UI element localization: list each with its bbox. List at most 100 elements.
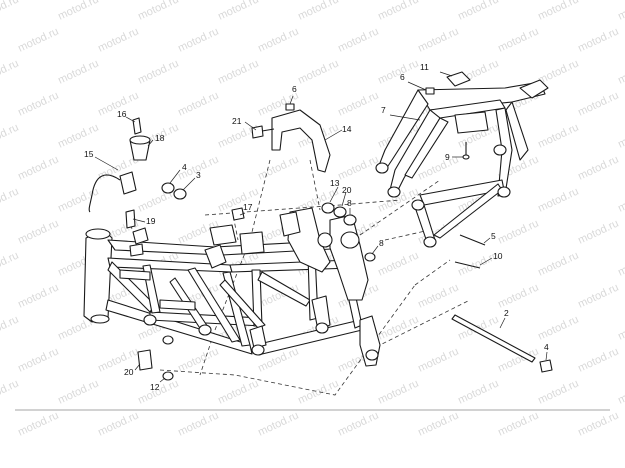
callout-20-top: 20 [342, 185, 352, 195]
callout-14: 14 [342, 124, 352, 134]
watermark-text: motod.ru [416, 25, 460, 54]
watermark-text: motod.ru [0, 249, 21, 278]
watermark-text: motod.ru [536, 249, 580, 278]
callout-13: 13 [330, 178, 340, 188]
watermark-text: motod.ru [56, 185, 100, 214]
watermark-text: motod.ru [336, 153, 380, 182]
watermark-text: motod.ru [496, 281, 540, 310]
callout-8-lower: 8 [379, 238, 384, 248]
watermark-text: motod.ru [296, 57, 340, 86]
parts-small [88, 71, 553, 381]
watermark-text: motod.ru [536, 0, 580, 23]
watermark-text: motod.ru [0, 121, 21, 150]
watermark-text: motod.ru [16, 25, 60, 54]
watermark-text: motod.ru [616, 313, 625, 342]
watermark-text: motod.ru [136, 0, 180, 23]
watermark-text: motod.ru [456, 377, 500, 406]
watermark-text: motod.ru [616, 121, 625, 150]
watermark-text: motod.ru [16, 345, 60, 374]
watermark-text: motod.ru [0, 57, 21, 86]
watermark-text: motod.ru [496, 217, 540, 246]
watermark-text: motod.ru [576, 25, 620, 54]
watermark-text: motod.ru [576, 409, 620, 438]
part-6-bolt-front [285, 103, 295, 111]
rear-subframe [375, 79, 549, 248]
watermark-text: motod.ru [416, 281, 460, 310]
watermark-text: motod.ru [96, 345, 140, 374]
watermark-text: motod.ru [456, 0, 500, 23]
watermark-text: motod.ru [176, 409, 220, 438]
watermark-text: motod.ru [256, 409, 300, 438]
watermark-text: motod.ru [336, 89, 380, 118]
watermark-text: motod.ru [576, 281, 620, 310]
watermark-text: motod.ru [256, 25, 300, 54]
watermark-text: motod.ru [376, 57, 420, 86]
watermark-text: motod.ru [336, 25, 380, 54]
watermark-text: motod.ru [0, 313, 21, 342]
watermark-text: motod.ru [16, 217, 60, 246]
watermark-text: motod.ru [416, 409, 460, 438]
callout-2: 2 [504, 308, 509, 318]
watermark-text: motod.ru [536, 185, 580, 214]
watermark-text: motod.ru [616, 249, 625, 278]
part-11-pad [446, 71, 471, 87]
watermark-text: motod.ru [616, 0, 625, 23]
callout-leaders [94, 71, 548, 383]
watermark-text: motod.ru [0, 185, 21, 214]
watermark-text: motod.ru [216, 377, 260, 406]
callout-17: 17 [243, 202, 253, 212]
callout-15: 15 [84, 149, 94, 159]
part-14-bracket [271, 109, 331, 173]
watermark-text: motod.ru [496, 409, 540, 438]
watermark-text: motod.ru [136, 57, 180, 86]
watermark-text: motod.ru [416, 345, 460, 374]
watermark-text: motod.ru [16, 409, 60, 438]
watermark-text: motod.ru [576, 153, 620, 182]
callout-labels: 11 6 7 9 6 14 21 16 18 15 19 4 3 17 13 2… [84, 62, 549, 392]
watermark-text: motod.ru [16, 153, 60, 182]
callout-21: 21 [232, 116, 242, 126]
watermark-text: motod.ru [176, 25, 220, 54]
watermark-text: motod.ru [0, 377, 21, 406]
callout-5: 5 [491, 231, 496, 241]
main-frame [83, 207, 381, 367]
watermark-text: motod.ru [536, 121, 580, 150]
part-15-sensor [119, 171, 137, 195]
callout-4-front: 4 [182, 162, 187, 172]
watermark-text: motod.ru [176, 89, 220, 118]
callout-3: 3 [196, 170, 201, 180]
watermark-text: motod.ru [616, 185, 625, 214]
callout-7: 7 [381, 105, 386, 115]
watermark-text: motod.ru [496, 25, 540, 54]
watermark-text: motod.ru [216, 0, 260, 23]
watermark-text: motod.ru [296, 0, 340, 23]
watermark-text: motod.ru [536, 377, 580, 406]
watermark-text: motod.ru [96, 25, 140, 54]
watermark-text: motod.ru [96, 409, 140, 438]
watermark-text: motod.ru [56, 57, 100, 86]
watermark-text: motod.ru [216, 57, 260, 86]
callout-9: 9 [445, 152, 450, 162]
watermark-text: motod.ru [576, 89, 620, 118]
watermark-text: motod.ru [56, 377, 100, 406]
watermark-text: motod.ru [336, 409, 380, 438]
watermark-text: motod.ru [56, 121, 100, 150]
callout-16: 16 [117, 109, 127, 119]
watermark-text: motod.ru [16, 281, 60, 310]
watermark-text: motod.ru [376, 249, 420, 278]
watermark-text: motod.ru [616, 377, 625, 406]
part-2-axle-rod [451, 314, 536, 363]
watermark-text: motod.ru [296, 377, 340, 406]
callout-10: 10 [493, 251, 503, 261]
callout-6-front: 6 [292, 84, 297, 94]
watermark-text: motod.ru [0, 0, 21, 23]
part-21-bolt [251, 125, 264, 139]
watermark-text: motod.ru [576, 345, 620, 374]
watermark-text: motod.ru [616, 57, 625, 86]
callout-11: 11 [420, 62, 429, 72]
part-6-bolt-rear [425, 87, 435, 95]
watermark-text: motod.ru [536, 313, 580, 342]
watermark-text: motod.ru [256, 153, 300, 182]
